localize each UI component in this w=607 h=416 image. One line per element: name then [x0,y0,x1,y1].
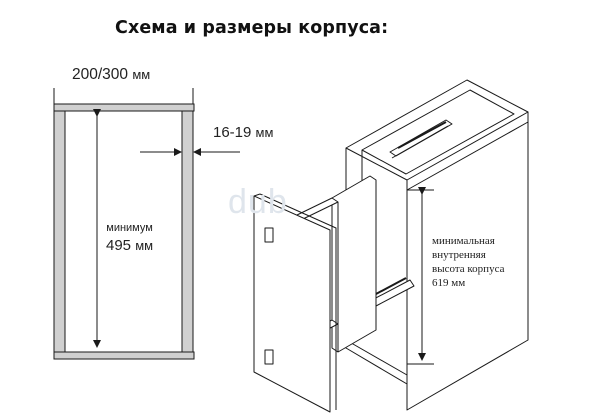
min-word: минимум [106,222,153,234]
top-panel [53,103,195,112]
wall-thickness-label: 16-19 мм [213,124,274,141]
left-cabinet-section [53,88,240,360]
figure-title: Схема и размеры корпуса: [115,18,389,38]
right-wall [181,110,194,353]
top-runner-detail [397,121,447,149]
min-unit: мм [135,238,154,253]
internal-height-line-3: высота корпуса [432,263,505,275]
right-cabinet-iso [253,79,529,413]
internal-height-line-2: внутренняя [432,249,486,261]
cabinet-side-panel [406,121,529,411]
bottom-panel [53,351,195,360]
bottom-runner-detail [375,277,407,295]
min-height-label: минимум 495 мм [106,220,153,254]
internal-height-line-1: минимальная [432,235,495,247]
door-bracket-bottom [264,349,274,365]
width-dimension-label: 200/300 мм [72,66,151,83]
cabinet-plinth [345,340,408,410]
min-value: 495 [106,237,132,254]
front-door-corner [253,193,261,197]
top-runner-lower [391,125,449,159]
door-bracket-top [264,227,274,243]
internal-height-label: минимальная внутренняя высота корпуса 61… [432,234,504,290]
front-door-thickness [259,193,337,410]
pullout-post [331,175,377,353]
watermark-logo: dub [228,183,288,221]
top-runner [389,119,453,157]
internal-height-line-4: 619 мм [432,277,466,289]
left-wall [53,110,66,353]
